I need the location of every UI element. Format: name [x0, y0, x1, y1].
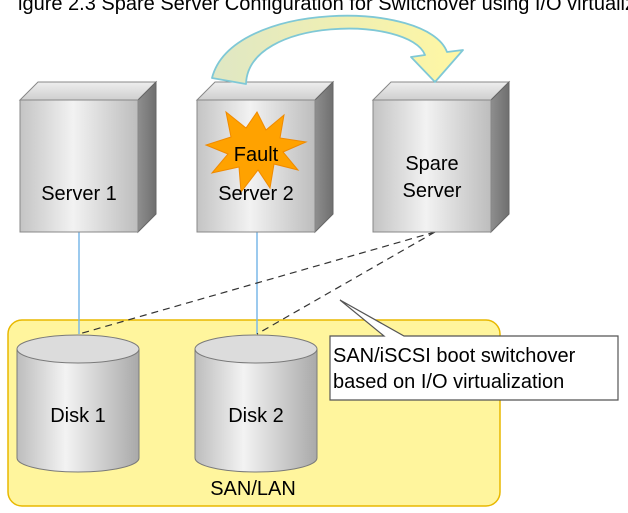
server-1-label: Server 1: [41, 183, 117, 205]
spare-server-label-line2: Server: [403, 180, 462, 202]
callout-box: [329, 299, 619, 401]
spare-server-label-line1: Spare: [405, 153, 458, 175]
callout-line2: based on I/O virtualization: [333, 371, 564, 393]
callout-line1: SAN/iSCSI boot switchover: [333, 345, 576, 367]
dashed-link-spare-disk1: [78, 231, 436, 335]
disk-1: Disk 1: [16, 334, 140, 473]
disk-1-label: Disk 1: [50, 405, 106, 427]
figure-caption: igure 2.3 Spare Server Configuration for…: [18, 0, 628, 15]
disk-2-label: Disk 2: [228, 405, 284, 427]
spare-server: Spare Server: [371, 80, 511, 234]
san-lan-label: SAN/LAN: [210, 478, 296, 500]
server-1: Server 1: [18, 80, 158, 234]
disk-2: Disk 2: [194, 334, 318, 473]
fault-label: Fault: [234, 144, 279, 166]
dashed-link-spare-disk2: [256, 231, 436, 335]
switchover-arrow-icon: [211, 14, 464, 85]
server-2-label: Server 2: [218, 183, 294, 205]
server-2: Fault Server 2: [195, 80, 335, 234]
fault-star-icon: [204, 110, 308, 194]
